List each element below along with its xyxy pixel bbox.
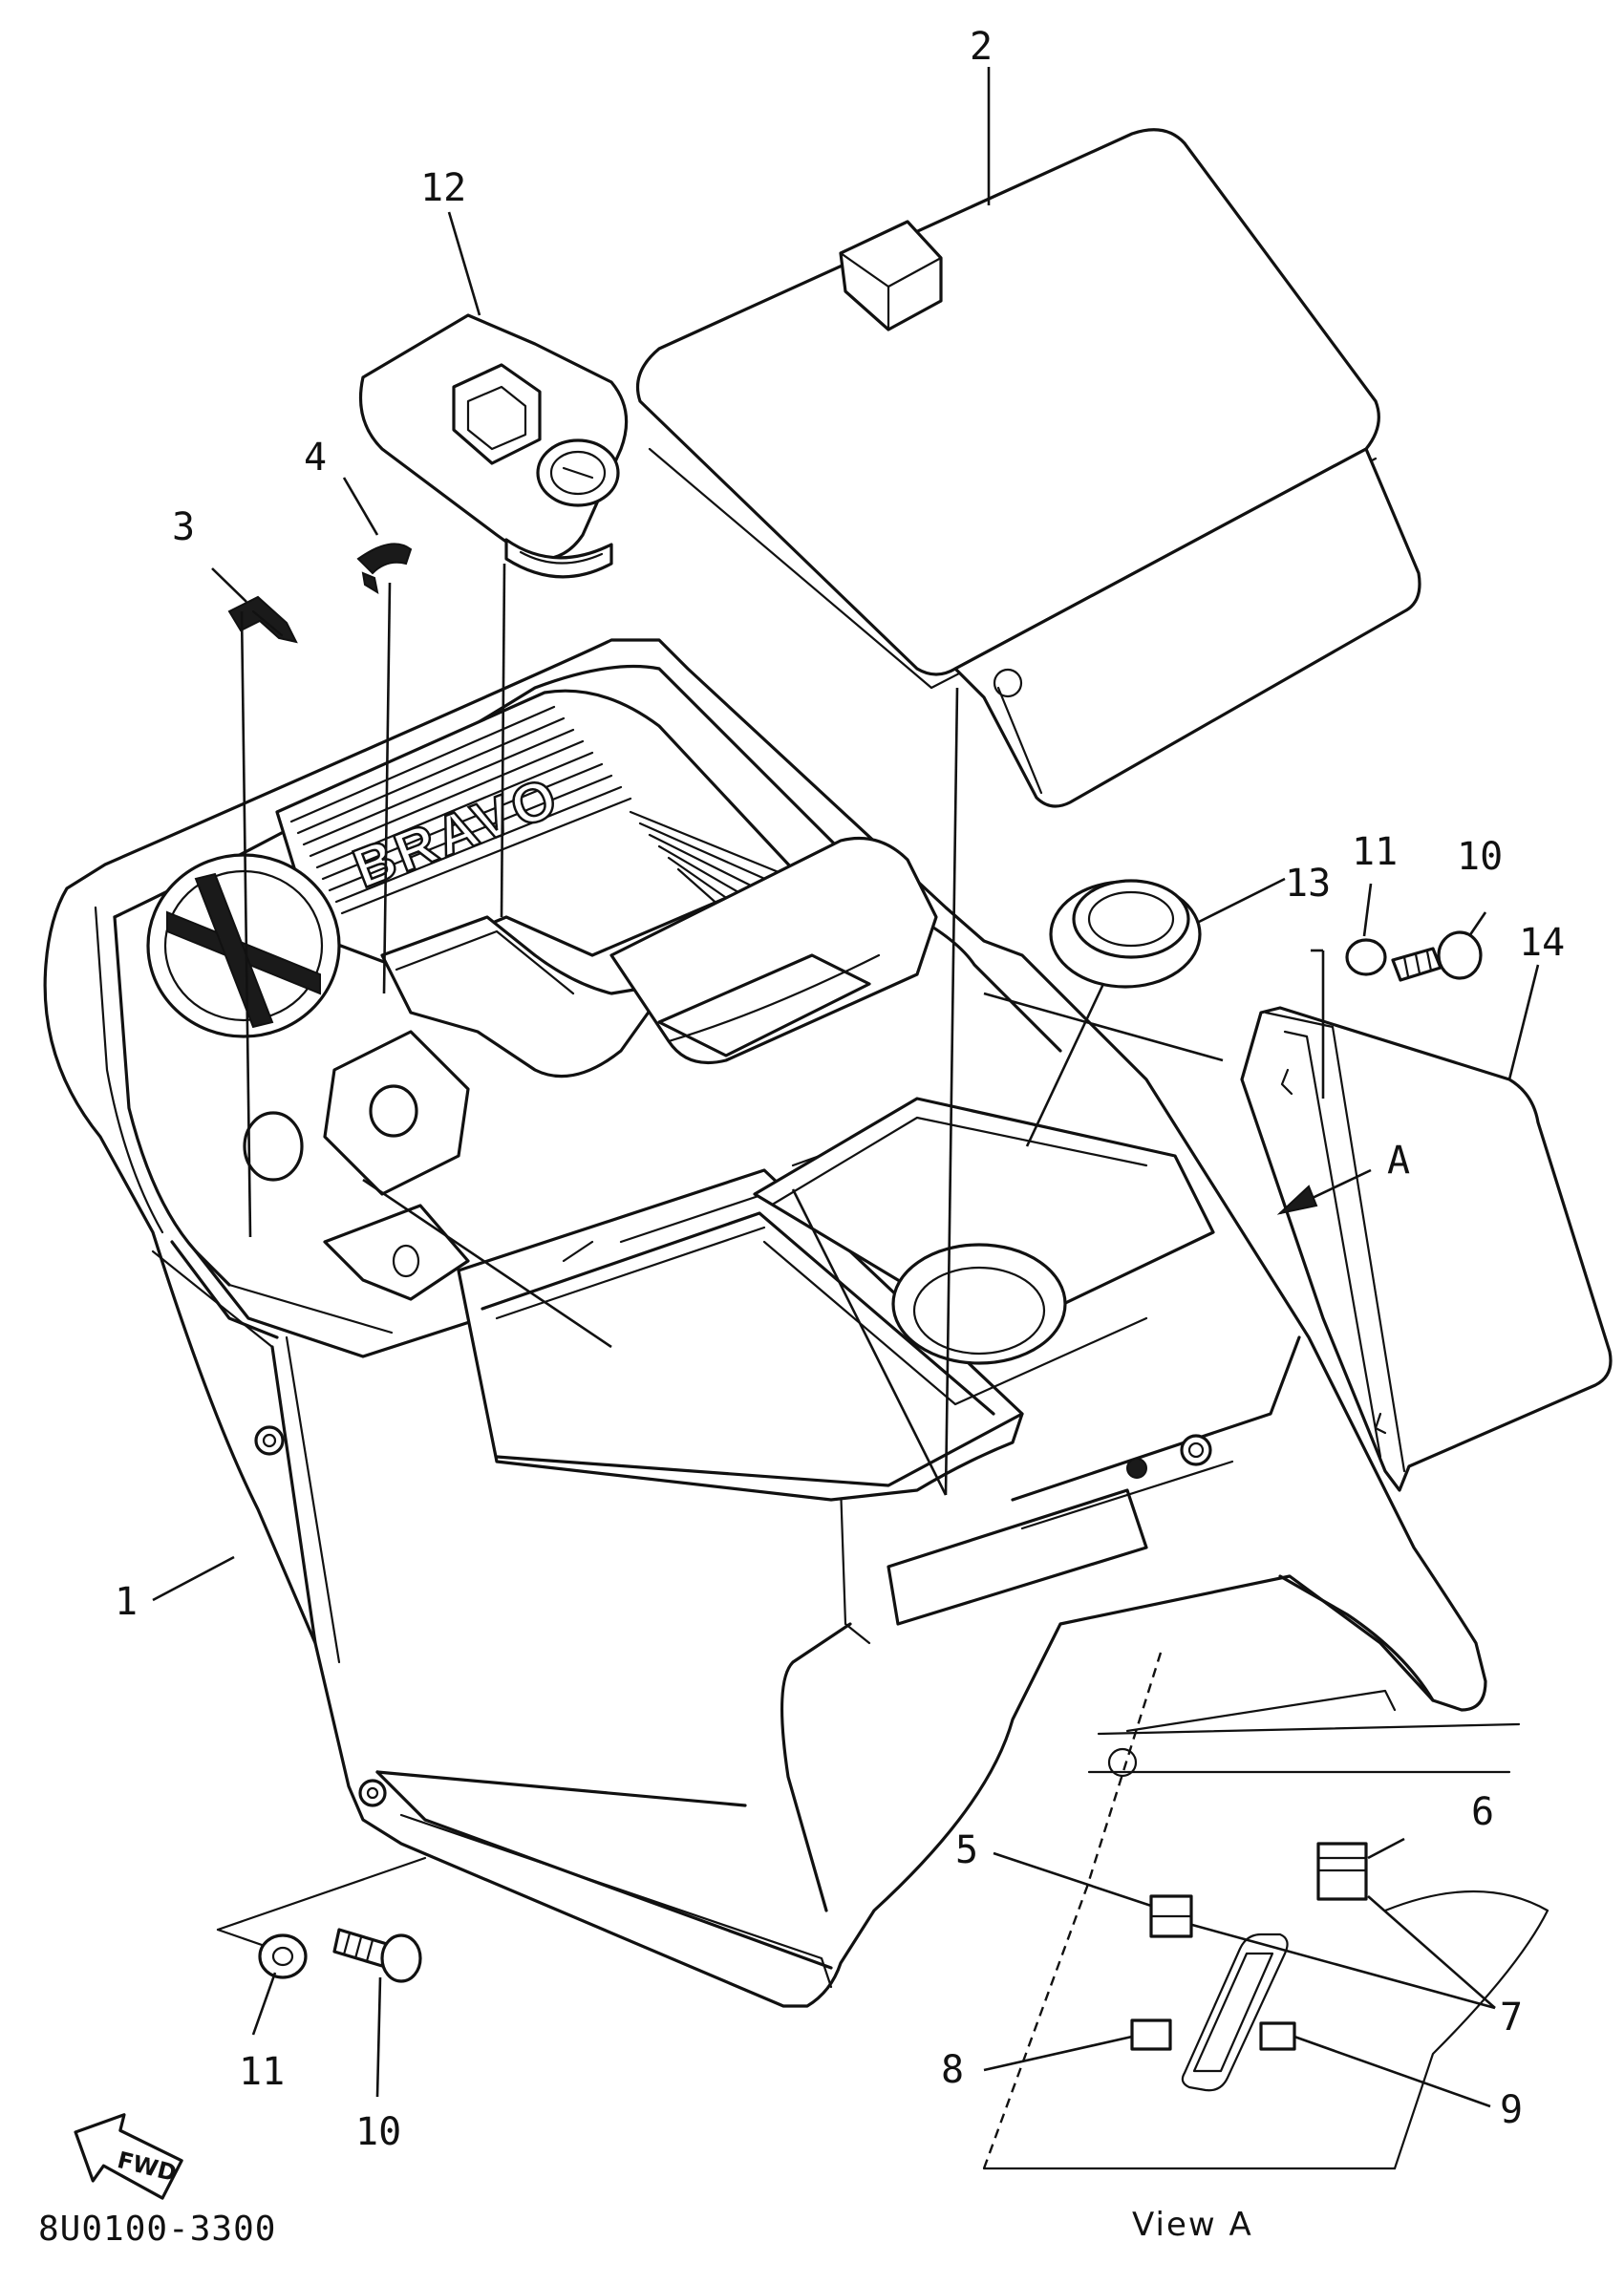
fwd-arrow-icon: FWD <box>74 2113 183 2200</box>
callout-10-upper: 10 <box>1457 835 1503 879</box>
view-a-inset <box>982 1652 1549 2170</box>
callout-8: 8 <box>941 2048 964 2092</box>
part-13-grommet <box>1049 879 1202 989</box>
part-12-gauge-holder <box>358 313 629 579</box>
view-a-arrow: A <box>1276 1139 1410 1215</box>
callout-10-lower: 10 <box>355 2110 401 2154</box>
part-code: 8U0100-3300 <box>38 2210 276 2249</box>
console-top-details: BRAVO <box>146 689 1215 1502</box>
part-14-side-panel <box>1240 1006 1613 1492</box>
part-3-clip <box>227 595 298 644</box>
callout-labels: 2 12 4 3 13 11 10 14 1 11 10 5 6 7 8 9 <box>115 25 1565 2154</box>
callout-11-lower: 11 <box>239 2050 285 2094</box>
callout-11-upper: 11 <box>1352 830 1398 874</box>
view-marker: A <box>1387 1139 1410 1183</box>
callout-13: 13 <box>1285 862 1331 906</box>
callout-7: 7 <box>1500 1996 1523 2039</box>
assembly-lines <box>240 563 1325 1496</box>
callout-3: 3 <box>172 505 195 549</box>
callout-2: 2 <box>970 25 993 69</box>
part-2-seat-lid <box>635 128 1421 808</box>
view-a-caption: View A <box>1132 2206 1253 2244</box>
callout-leaders <box>152 67 1540 2108</box>
callout-4: 4 <box>304 436 327 480</box>
callout-14: 14 <box>1519 921 1565 965</box>
fastener-set-lower <box>216 1856 427 1983</box>
callout-12: 12 <box>420 166 466 210</box>
callout-5: 5 <box>955 1828 978 1872</box>
fastener-set-upper <box>1345 930 1483 982</box>
callout-1: 1 <box>115 1580 138 1624</box>
part-4-clip <box>356 543 413 595</box>
callout-6: 6 <box>1471 1790 1494 1834</box>
callout-9: 9 <box>1500 2088 1523 2132</box>
